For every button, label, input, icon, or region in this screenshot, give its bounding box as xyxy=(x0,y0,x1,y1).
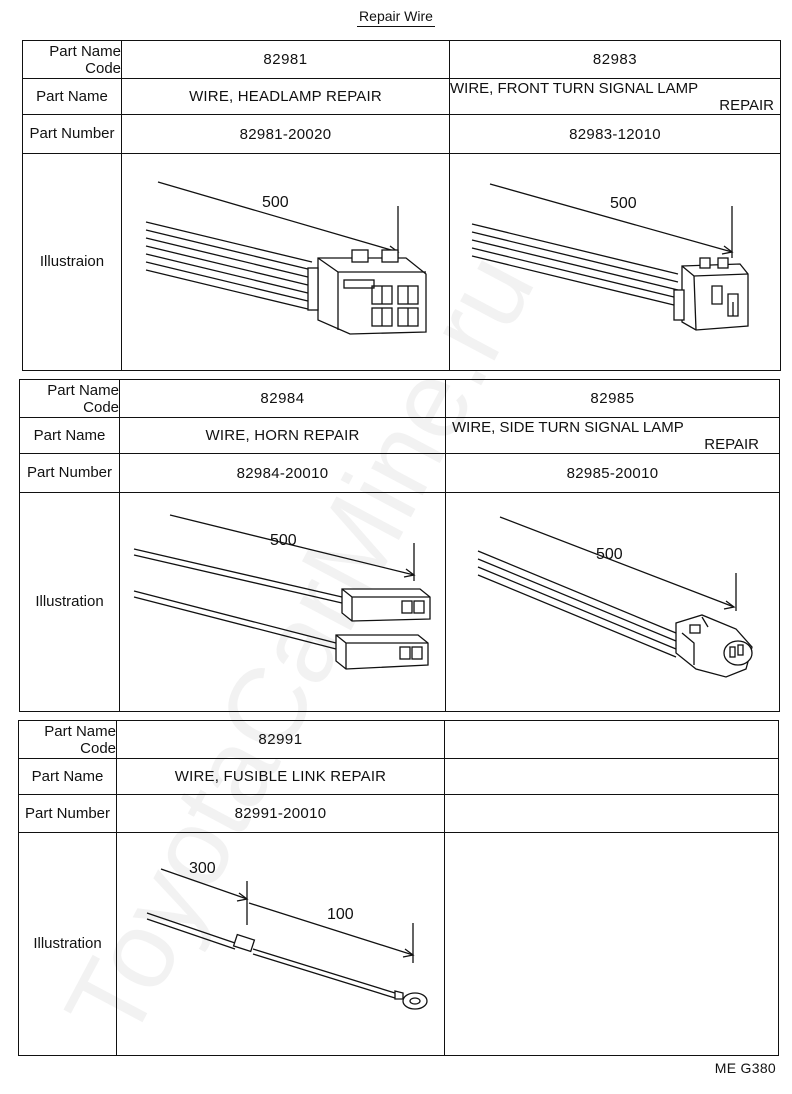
part-code-82991: 82991 xyxy=(116,720,445,759)
part-number-82983: 82983-12010 xyxy=(449,114,781,154)
dimension-label-82984: 500 xyxy=(270,532,297,549)
label-part-name-code-3-line1: Part Name xyxy=(44,722,116,740)
part-name-82983-line2: REPAIR xyxy=(719,96,774,114)
part-name-82983-line1: WIRE, FRONT TURN SIGNAL LAMP xyxy=(450,79,699,97)
label-part-name-code-2: Part Name Code xyxy=(19,379,120,418)
empty-cell-name xyxy=(444,758,779,795)
page-title-text: Repair Wire xyxy=(357,8,435,27)
illustration-82991: 300 100 xyxy=(116,832,445,1056)
part-number-82984: 82984-20010 xyxy=(119,453,446,493)
dimension-label-82991-a: 300 xyxy=(189,860,216,877)
part-number-82991: 82991-20010 xyxy=(116,794,445,833)
headlamp-wire-illustration: 500 xyxy=(145,181,427,335)
part-code-82983: 82983 xyxy=(449,40,781,79)
part-code-82981: 82981 xyxy=(121,40,450,79)
label-part-name-2: Part Name xyxy=(19,417,120,454)
empty-cell-number xyxy=(444,794,779,833)
label-part-name-code-2-line1: Part Name xyxy=(47,381,119,399)
empty-cell-code xyxy=(444,720,779,759)
label-part-name-3: Part Name xyxy=(18,758,117,795)
parts-table-2: Part Name Code 82984 82985 Part Name WIR… xyxy=(19,379,780,712)
dimension-label-82985: 500 xyxy=(596,546,623,563)
label-part-name-code: Part Name Code xyxy=(22,40,122,79)
label-part-number: Part Number xyxy=(22,114,122,154)
illustration-82984: 500 xyxy=(119,492,446,712)
dimension-label-82991-b: 100 xyxy=(327,906,354,923)
label-part-number-3: Part Number xyxy=(18,794,117,833)
dimension-label-82981: 500 xyxy=(262,194,289,211)
part-number-82981: 82981-20020 xyxy=(121,114,450,154)
empty-cell-illustration xyxy=(444,832,779,1056)
front-turn-signal-wire-illustration: 500 xyxy=(471,183,749,331)
page-title: Repair Wire xyxy=(0,8,792,27)
label-part-name-code-line2: Code xyxy=(85,59,121,77)
side-turn-signal-wire-illustration: 500 xyxy=(477,516,753,678)
illustration-82985: 500 xyxy=(445,492,780,712)
label-illustration-2: Illustration xyxy=(19,492,120,712)
part-name-82983: WIRE, FRONT TURN SIGNAL LAMP REPAIR xyxy=(449,78,781,115)
part-name-82984: WIRE, HORN REPAIR xyxy=(119,417,446,454)
part-name-82985-line1: WIRE, SIDE TURN SIGNAL LAMP xyxy=(452,418,684,436)
fusible-link-wire-illustration: 300 100 xyxy=(146,860,428,1010)
footer-code: ME G380 xyxy=(714,1060,776,1076)
label-part-number-2: Part Number xyxy=(19,453,120,493)
label-part-name-code-2-line2: Code xyxy=(83,398,119,416)
part-code-82985: 82985 xyxy=(445,379,780,418)
part-name-82981: WIRE, HEADLAMP REPAIR xyxy=(121,78,450,115)
illustration-82983: 500 xyxy=(449,153,781,371)
dimension-label-82983: 500 xyxy=(610,195,637,212)
label-part-name-code-3: Part Name Code xyxy=(18,720,117,759)
parts-table-1: Part Name Code 82981 82983 Part Name WIR… xyxy=(22,40,781,371)
part-code-82984: 82984 xyxy=(119,379,446,418)
part-name-82985: WIRE, SIDE TURN SIGNAL LAMP REPAIR xyxy=(445,417,780,454)
part-number-82985: 82985-20010 xyxy=(445,453,780,493)
label-illustration: Illustraion xyxy=(22,153,122,371)
parts-table-3: Part Name Code 82991 Part Name WIRE, FUS… xyxy=(18,720,779,1056)
label-part-name-code-line1: Part Name xyxy=(49,42,121,60)
part-name-82991: WIRE, FUSIBLE LINK REPAIR xyxy=(116,758,445,795)
label-part-name: Part Name xyxy=(22,78,122,115)
label-illustration-3: Illustration xyxy=(18,832,117,1056)
horn-wire-illustration: 500 xyxy=(133,514,431,670)
label-part-name-code-3-line2: Code xyxy=(80,739,116,757)
illustration-82981: 500 xyxy=(121,153,450,371)
part-name-82985-line2: REPAIR xyxy=(704,435,759,453)
